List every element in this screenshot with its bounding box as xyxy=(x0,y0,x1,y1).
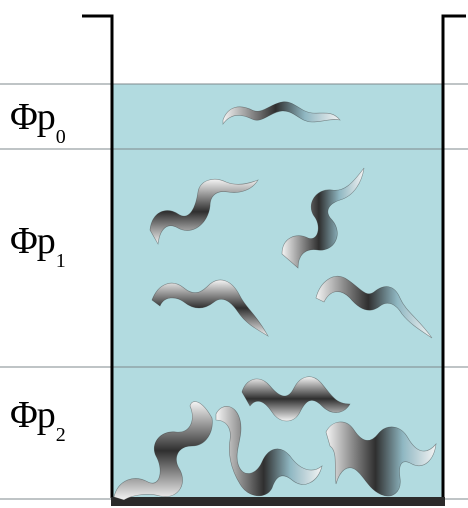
zone-label-subscript: 1 xyxy=(56,250,66,272)
vessel-right-wall xyxy=(443,16,466,498)
zone-label-1: Φp1 xyxy=(10,222,66,260)
zone-label-symbol: Φp xyxy=(10,394,55,436)
zone-label-0: Φp0 xyxy=(10,98,66,136)
vessel-left-wall xyxy=(82,16,112,498)
zone-label-2: Φp2 xyxy=(10,396,66,434)
substrate-icon xyxy=(111,497,445,506)
zone-label-symbol: Φp xyxy=(10,220,55,262)
zone-label-subscript: 2 xyxy=(56,424,66,446)
zone-label-symbol: Φp xyxy=(10,96,55,138)
zone-label-subscript: 0 xyxy=(56,126,66,148)
